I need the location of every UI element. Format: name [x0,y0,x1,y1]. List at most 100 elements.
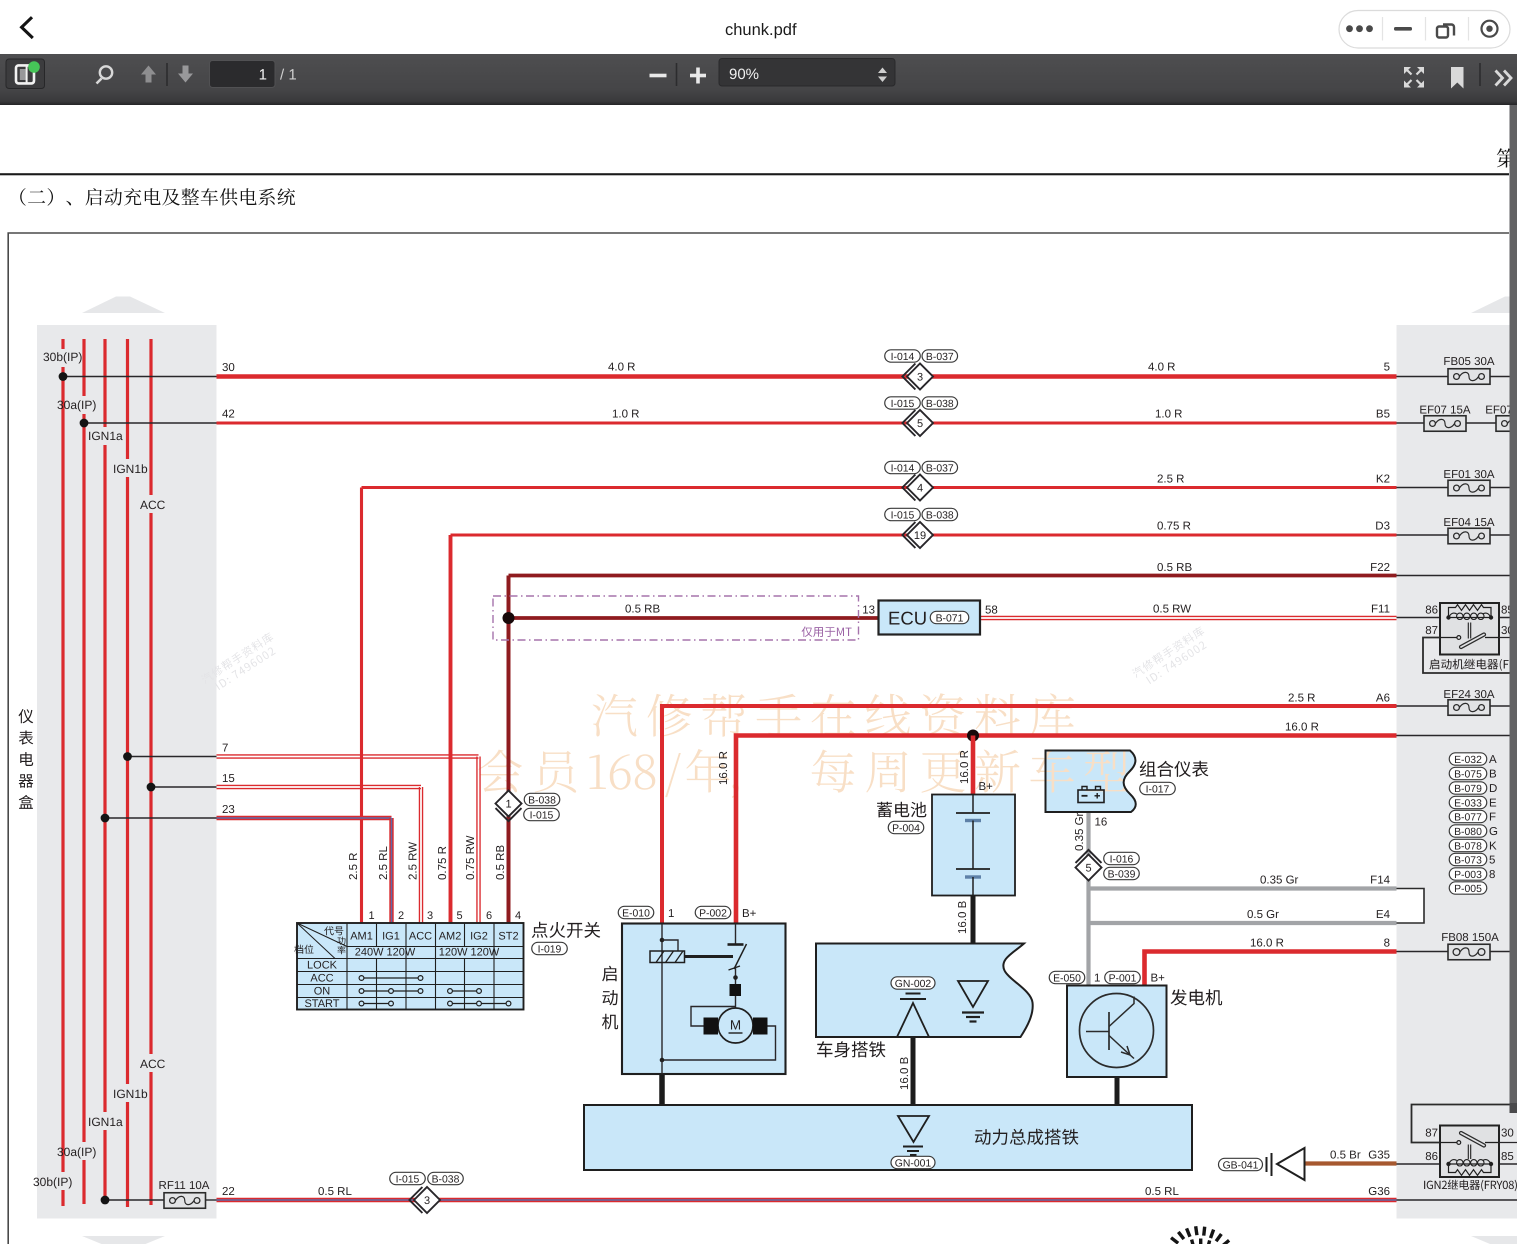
svg-text:P-002: P-002 [699,908,727,919]
svg-text:2.5 RW: 2.5 RW [408,842,420,880]
svg-text:7: 7 [222,743,228,755]
svg-text:1: 1 [369,910,375,922]
svg-text:F14: F14 [1370,875,1390,887]
svg-text:I-014: I-014 [891,352,915,363]
svg-text:2.5 R: 2.5 R [1157,474,1185,486]
svg-text:23: 23 [222,804,235,816]
svg-text:4.0 R: 4.0 R [608,362,636,374]
svg-text:GN-002: GN-002 [895,979,932,990]
svg-text:G35: G35 [1368,1150,1390,1162]
svg-text:3: 3 [424,1195,430,1207]
svg-text:0.75 R: 0.75 R [1157,521,1191,533]
svg-text:0.5 RB: 0.5 RB [495,845,507,880]
svg-text:IGN1b: IGN1b [113,1087,148,1101]
svg-text:EF04 15A: EF04 15A [1443,517,1494,529]
svg-text:90%: 90% [729,66,759,83]
svg-text:B-071: B-071 [936,613,964,624]
svg-text:E-050: E-050 [1053,973,1081,984]
svg-text:B-039: B-039 [1108,869,1136,880]
svg-text:5: 5 [1384,362,1390,374]
svg-text:I-015: I-015 [530,810,554,821]
svg-text:0.35 Gr: 0.35 Gr [1074,812,1086,851]
svg-text:ECU: ECU [888,608,927,629]
svg-text:16.0 B: 16.0 B [957,900,969,934]
svg-text:16.0 B: 16.0 B [899,1056,911,1090]
svg-text:0.75 RW: 0.75 RW [465,835,477,880]
svg-text:I-016: I-016 [1110,854,1134,865]
svg-text:IGN1a: IGN1a [88,429,123,443]
svg-text:15: 15 [222,773,235,785]
svg-text:1: 1 [1094,973,1100,985]
svg-text:2: 2 [398,910,404,922]
svg-text:I-017: I-017 [1146,784,1170,795]
svg-text:RF11 10A: RF11 10A [159,1180,210,1192]
svg-text:0.5 RW: 0.5 RW [1153,604,1191,616]
svg-text:P-003: P-003 [1454,870,1482,881]
svg-text:IG1: IG1 [382,931,400,943]
svg-text:I-014: I-014 [891,463,915,474]
svg-text:ON: ON [314,986,331,998]
svg-text:A6: A6 [1376,693,1390,705]
svg-text:ACC: ACC [409,931,432,943]
svg-text:0.5 RL: 0.5 RL [318,1186,352,1198]
svg-text:86: 86 [1425,605,1438,617]
svg-text:0.5 RB: 0.5 RB [625,604,660,616]
svg-text:K2: K2 [1376,474,1390,486]
svg-text:16.0 R: 16.0 R [1250,938,1284,950]
svg-text:1: 1 [505,799,511,811]
svg-text:4.0 R: 4.0 R [1148,362,1176,374]
svg-text:0.5 Gr: 0.5 Gr [1247,909,1279,921]
svg-text:IGN1b: IGN1b [113,462,148,476]
svg-text:EF01 30A: EF01 30A [1443,469,1494,481]
svg-text:EF24 30A: EF24 30A [1443,689,1494,701]
svg-text:IGN1a: IGN1a [88,1115,123,1129]
svg-text:4: 4 [515,910,521,922]
svg-text:GN-001: GN-001 [895,1158,932,1169]
svg-text:0.5 RB: 0.5 RB [1157,562,1192,574]
svg-text:D3: D3 [1375,521,1390,533]
svg-text:5: 5 [917,418,923,430]
svg-text:16: 16 [1095,817,1108,829]
svg-text:EF07 15A: EF07 15A [1419,405,1470,417]
svg-text:2.5 R: 2.5 R [1288,693,1316,705]
svg-text:E4: E4 [1376,909,1391,921]
svg-text:B: B [1489,769,1497,781]
svg-text:B-037: B-037 [926,352,954,363]
svg-text:I-019: I-019 [538,944,562,955]
svg-text:B-077: B-077 [1454,812,1482,823]
svg-text:F: F [1489,812,1496,824]
svg-text:P-004: P-004 [892,823,920,834]
svg-text:6: 6 [486,910,492,922]
svg-text:1: 1 [668,908,674,920]
svg-text:FB08 150A: FB08 150A [1441,932,1499,944]
svg-text:87: 87 [1425,1128,1438,1140]
svg-text:chunk.pdf: chunk.pdf [725,21,797,39]
svg-text:2.5 R: 2.5 R [348,853,360,881]
svg-text:240W 120W: 240W 120W [355,947,416,959]
svg-text:86: 86 [1425,1151,1438,1163]
svg-text:16.0 R: 16.0 R [1285,722,1319,734]
svg-text:B-080: B-080 [1454,827,1482,838]
svg-text:A: A [1489,754,1497,766]
svg-text:P-005: P-005 [1454,884,1482,895]
svg-text:D: D [1489,783,1497,795]
svg-text:EF07: EF07 [1485,405,1513,417]
svg-text:58: 58 [985,605,998,617]
svg-text:F22: F22 [1370,562,1390,574]
svg-text:I-015: I-015 [891,510,915,521]
svg-text:B+: B+ [742,908,757,920]
svg-text:B+: B+ [1151,973,1166,985]
svg-text:0.5 Br: 0.5 Br [1330,1150,1361,1162]
svg-text:B-038: B-038 [926,399,954,410]
svg-text:ACC: ACC [310,973,333,985]
svg-text:0.35 Gr: 0.35 Gr [1260,875,1299,887]
svg-text:8: 8 [1489,869,1495,881]
svg-text:3: 3 [427,910,433,922]
svg-text:30a(IP): 30a(IP) [57,398,96,412]
svg-text:B-078: B-078 [1454,841,1482,852]
svg-text:16.0 R: 16.0 R [959,750,971,784]
svg-text:42: 42 [222,409,235,421]
svg-text:2.5 RL: 2.5 RL [378,846,390,880]
svg-text:19: 19 [914,530,926,542]
svg-text:4: 4 [917,483,923,495]
